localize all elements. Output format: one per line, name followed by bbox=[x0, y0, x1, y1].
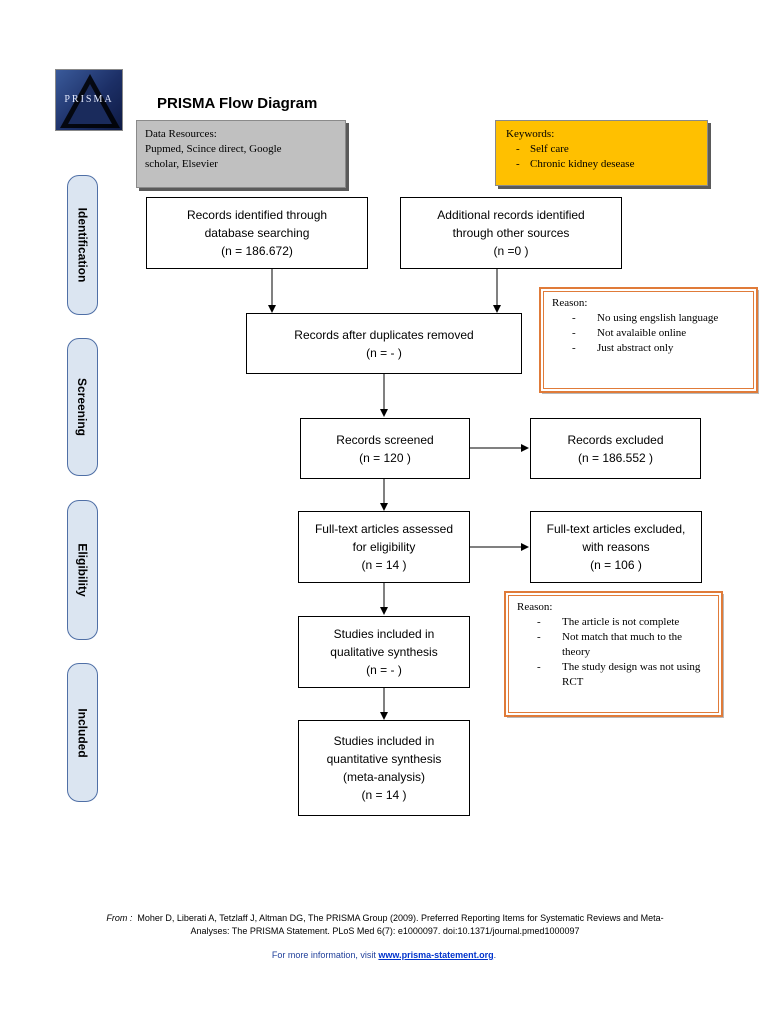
reason-item: The article is not complete bbox=[517, 615, 710, 630]
qualitative-synthesis-box: Studies included in qualitative synthesi… bbox=[298, 616, 470, 688]
phase-eligibility: Eligibility bbox=[67, 500, 98, 640]
fulltext-assessed-box: Full-text articles assessed for eligibil… bbox=[298, 511, 470, 583]
reason-list: The article is not complete Not match th… bbox=[517, 615, 710, 690]
citation-from-label: From : bbox=[106, 913, 133, 923]
box-line: Records excluded bbox=[567, 432, 664, 447]
citation-line-2: Analyses: The PRISMA Statement. PLoS Med… bbox=[190, 926, 580, 936]
page-title: PRISMA Flow Diagram bbox=[157, 95, 318, 112]
triangle-icon bbox=[60, 74, 120, 128]
box-line: Additional records identified bbox=[437, 208, 585, 222]
more-info: For more information, visit www.prisma-s… bbox=[0, 950, 768, 960]
box-line: Full-text articles assessed bbox=[314, 522, 454, 536]
reason-box-1: Reason: No using engslish language Not a… bbox=[539, 287, 758, 393]
box-line: (n = 106 ) bbox=[590, 558, 642, 572]
additional-records-box: Additional records identified through ot… bbox=[400, 197, 622, 269]
phase-identification: Identification bbox=[67, 175, 98, 315]
fulltext-excluded-box: Full-text articles excluded, with reason… bbox=[530, 511, 702, 583]
keywords-list: Self care Chronic kidney desease bbox=[506, 142, 697, 172]
citation: From : Moher D, Liberati A, Tetzlaff J, … bbox=[70, 912, 700, 938]
box-line: quantitative synthesis bbox=[326, 752, 442, 766]
box-line: (n = 186.672) bbox=[221, 244, 293, 258]
keywords-label: Keywords: bbox=[506, 128, 555, 140]
box-line: database searching bbox=[204, 226, 310, 240]
box-line: (n = 14 ) bbox=[361, 558, 407, 572]
box-line: (n = - ) bbox=[366, 663, 402, 677]
phase-screening: Screening bbox=[67, 338, 98, 476]
more-info-prefix: For more information, visit bbox=[271, 950, 379, 960]
prisma-website-link[interactable]: www.prisma-statement.org bbox=[378, 950, 494, 960]
reason-item: Just abstract only bbox=[552, 341, 745, 356]
box-line: Records identified through bbox=[186, 208, 328, 222]
box-line: (n = 14 ) bbox=[361, 788, 407, 802]
box-line: qualitative synthesis bbox=[330, 645, 438, 659]
box-line: for eligibility bbox=[352, 540, 416, 554]
box-line: Records after duplicates removed bbox=[294, 327, 474, 342]
data-resources-label: Data Resources: bbox=[145, 128, 217, 140]
box-line: (n = 186.552 ) bbox=[577, 450, 654, 465]
reason-item: No using engslish language bbox=[552, 311, 745, 326]
reason-label: Reason: bbox=[552, 297, 588, 309]
records-excluded-box: Records excluded (n = 186.552 ) bbox=[530, 418, 701, 479]
box-line: (n = 120 ) bbox=[359, 450, 411, 465]
reason-box-2: Reason: The article is not complete Not … bbox=[504, 591, 723, 717]
box-line: (meta-analysis) bbox=[342, 770, 426, 784]
box-line: (n = - ) bbox=[366, 345, 402, 360]
records-identified-box: Records identified through database sear… bbox=[146, 197, 368, 269]
data-resources-line: Pupmed, Scince direct, Google bbox=[145, 143, 282, 155]
quantitative-synthesis-box: Studies included in quantitative synthes… bbox=[298, 720, 470, 816]
box-line: Studies included in bbox=[333, 627, 435, 641]
duplicates-removed-box: Records after duplicates removed (n = - … bbox=[246, 313, 522, 374]
box-line: through other sources bbox=[452, 226, 570, 240]
reason-label: Reason: bbox=[517, 601, 553, 613]
citation-text: Moher D, Liberati A, Tetzlaff J, Altman … bbox=[137, 913, 664, 923]
reason-item: Not avalaible online bbox=[552, 326, 745, 341]
box-line: with reasons bbox=[582, 540, 650, 554]
box-line: Studies included in bbox=[333, 734, 435, 748]
more-info-suffix: . bbox=[493, 950, 497, 960]
prisma-logo: PRISMA bbox=[55, 69, 123, 131]
reason-list: No using engslish language Not avalaible… bbox=[552, 311, 745, 356]
reason-item: The study design was not using RCT bbox=[517, 660, 710, 690]
box-line: Full-text articles excluded, bbox=[546, 522, 686, 536]
box-line: Records screened bbox=[336, 432, 434, 447]
records-screened-box: Records screened (n = 120 ) bbox=[300, 418, 470, 479]
keywords-box: Keywords: Self care Chronic kidney desea… bbox=[495, 120, 708, 186]
data-resources-line: scholar, Elsevier bbox=[145, 158, 218, 170]
keyword-item: Chronic kidney desease bbox=[506, 157, 697, 172]
reason-item: Not match that much to the theory bbox=[517, 630, 710, 660]
phase-included: Included bbox=[67, 663, 98, 802]
logo-text: PRISMA bbox=[64, 94, 114, 105]
box-line: (n =0 ) bbox=[493, 244, 529, 258]
citation-line-1: From : Moher D, Liberati A, Tetzlaff J, … bbox=[70, 912, 700, 925]
keyword-item: Self care bbox=[506, 142, 697, 157]
data-resources-box: Data Resources: Pupmed, Scince direct, G… bbox=[136, 120, 346, 188]
